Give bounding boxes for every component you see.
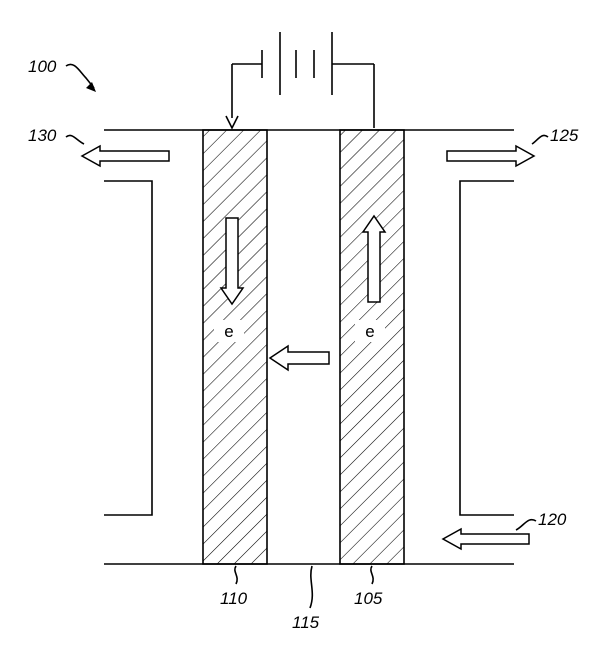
label-130: 130 bbox=[28, 126, 57, 145]
circuit-wire-left bbox=[226, 50, 262, 128]
label-115: 115 bbox=[292, 613, 320, 632]
label-125: 125 bbox=[550, 126, 579, 145]
svg-text:e: e bbox=[224, 322, 233, 341]
inlet-arrow bbox=[443, 529, 529, 549]
leader-105 bbox=[371, 566, 373, 584]
label-110: 110 bbox=[220, 589, 248, 608]
electron-label-left: e bbox=[214, 320, 244, 342]
outlet-arrow-left bbox=[82, 146, 169, 166]
left-chamber-wall bbox=[104, 181, 152, 515]
label-105: 105 bbox=[354, 589, 383, 608]
circuit-wire-right bbox=[332, 64, 374, 128]
leader-100-arrowhead bbox=[86, 82, 96, 92]
leader-115 bbox=[310, 566, 312, 608]
right-chamber-wall bbox=[460, 181, 514, 515]
outlet-arrow-right bbox=[447, 146, 534, 166]
svg-text:e: e bbox=[365, 322, 374, 341]
leader-125 bbox=[532, 135, 548, 144]
leader-110 bbox=[235, 566, 237, 584]
electrode-105 bbox=[340, 130, 404, 564]
leader-130 bbox=[66, 135, 84, 144]
label-100: 100 bbox=[28, 57, 57, 76]
electron-label-right: e bbox=[355, 320, 385, 342]
ion-flow-arrow bbox=[270, 346, 329, 370]
label-120: 120 bbox=[538, 510, 567, 529]
electrode-110 bbox=[203, 130, 267, 564]
battery-symbol bbox=[280, 32, 332, 95]
leader-120 bbox=[516, 520, 536, 530]
